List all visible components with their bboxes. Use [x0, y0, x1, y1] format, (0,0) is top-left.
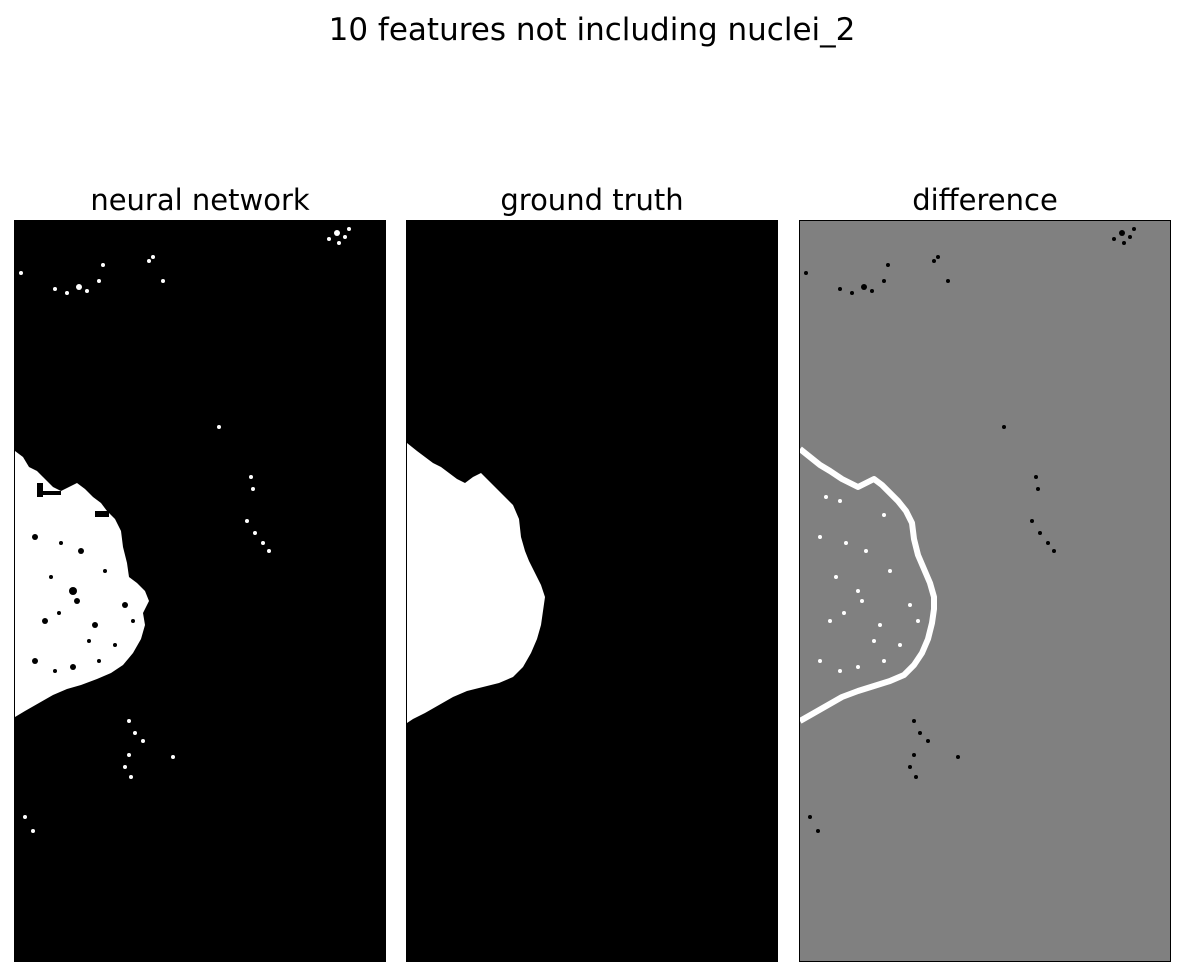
ground-truth-mask-image — [406, 220, 778, 962]
figure-title: 10 features not including nuclei_2 — [328, 12, 856, 48]
difference-boundary-band — [800, 446, 937, 724]
panel-title-neural-network: neural network — [90, 183, 310, 217]
panel-title-ground-truth: ground truth — [500, 183, 684, 217]
panel-title-difference: difference — [912, 183, 1058, 217]
ground-truth-tissue-region — [407, 443, 545, 723]
ground-truth-mask-svg — [407, 221, 777, 961]
difference-white-speckles — [818, 495, 920, 673]
difference-image — [799, 220, 1171, 962]
predicted-speckles — [19, 227, 351, 833]
neural-network-mask-svg — [15, 221, 385, 961]
difference-svg — [800, 221, 1170, 961]
neural-network-mask-image — [14, 220, 386, 962]
difference-black-speckles — [804, 227, 1136, 833]
predicted-region-holes — [32, 483, 135, 673]
predicted-tissue-region — [15, 451, 149, 717]
difference-background — [800, 221, 1170, 961]
